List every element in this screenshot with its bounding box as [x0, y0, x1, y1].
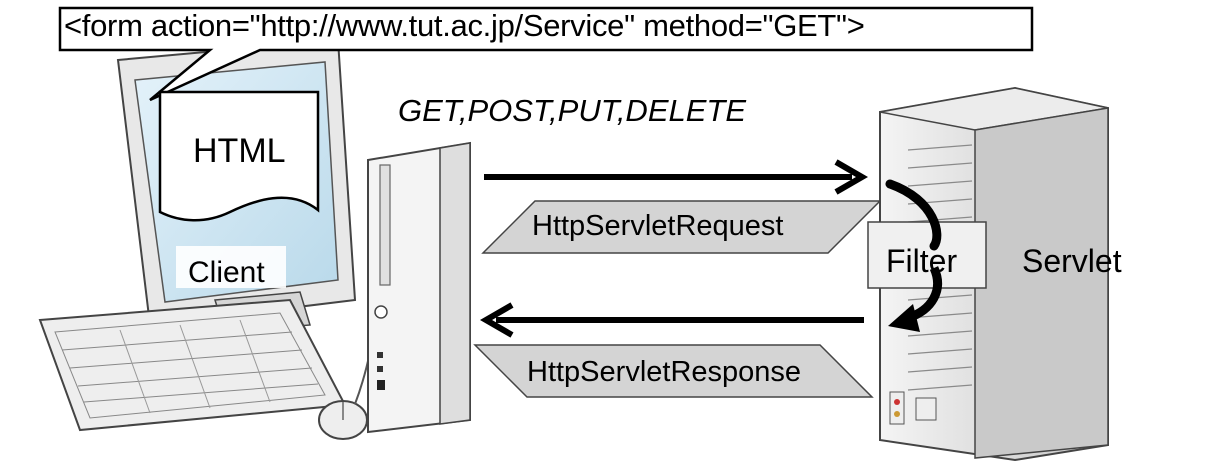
response-label: HttpServletResponse: [527, 356, 802, 388]
server-tower: [879, 86, 1109, 462]
response-arrow: [479, 302, 864, 338]
client-label-bg: [176, 246, 286, 288]
request-arrow: [484, 159, 869, 195]
filter-label: Filter: [886, 243, 958, 279]
http-methods-label: GET,POST,PUT,DELETE: [398, 93, 747, 128]
html-document-icon: [158, 90, 320, 222]
keyboard: [38, 298, 347, 432]
request-parallelogram: [481, 200, 882, 254]
tower-pc: [367, 141, 471, 434]
form-tag-callout: [58, 6, 1034, 102]
request-label: HttpServletRequest: [532, 210, 784, 242]
filter-pass-arrow: [885, 179, 943, 332]
html-document-label: HTML: [193, 132, 286, 170]
client-label: Client: [188, 256, 265, 289]
form-tag-text: <form action="http://www.tut.ac.jp/Servi…: [64, 8, 865, 43]
servlet-label: Servlet: [1022, 243, 1122, 279]
filter-box: [867, 221, 987, 289]
response-parallelogram: [473, 344, 874, 398]
